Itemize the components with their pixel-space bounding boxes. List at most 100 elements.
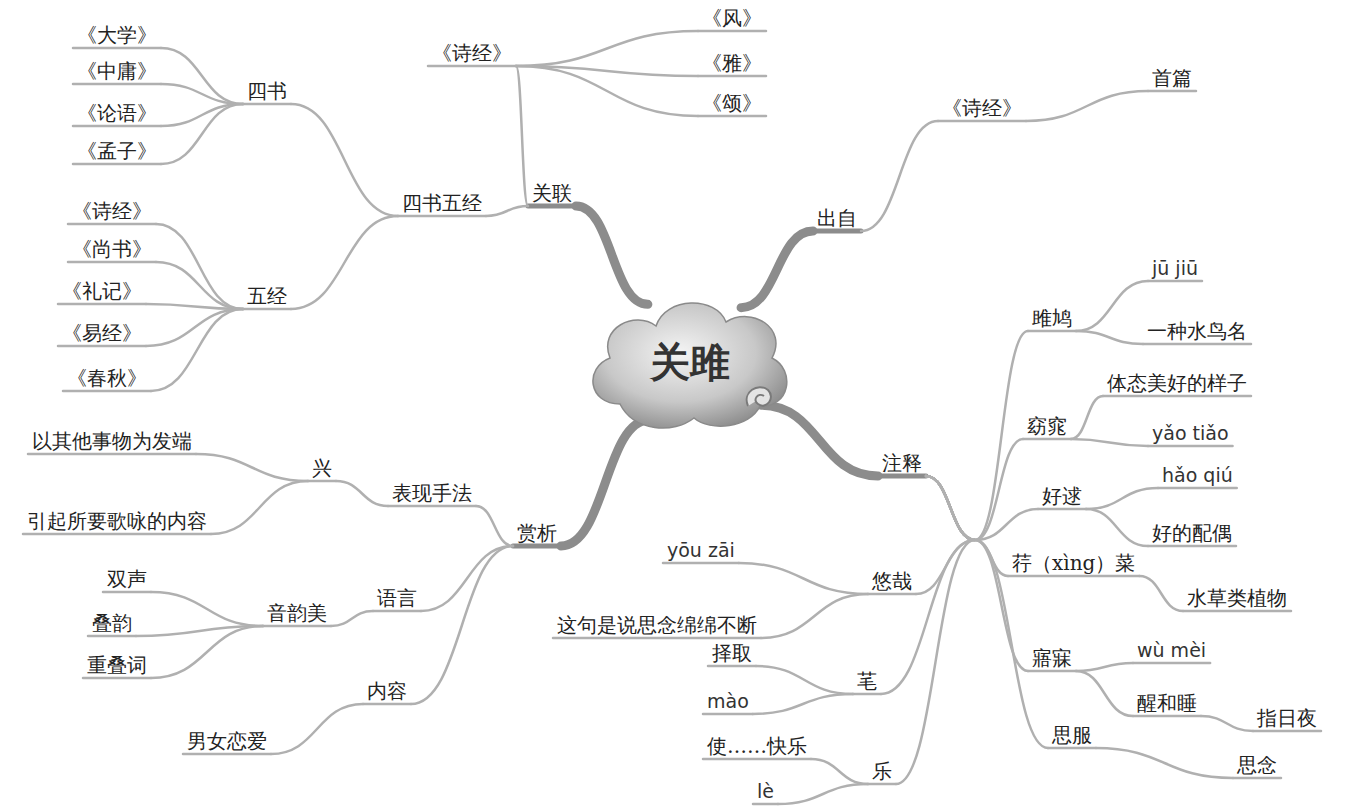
branch-line [811,759,868,784]
branch-line [1096,748,1233,778]
branch-line [741,231,813,308]
topic-text: 《礼记》 [60,278,144,304]
topic-text: 指日夜 [1255,705,1319,731]
topic-underline [1133,662,1210,665]
topic-underline [868,783,896,786]
branch-line [926,331,1028,540]
branch-topic: 《尚书》 [70,236,154,262]
branch-line [516,66,528,206]
branch-line [331,611,373,626]
branch-topic: 使……快乐 [705,733,809,759]
branch-topic: 表现手法 [390,480,474,506]
pinyin-text: hǎo qiú [1160,462,1235,488]
topic-text: 《孟子》 [75,138,159,164]
branch-topic: 首篇 [1150,65,1194,91]
branch-topic: lè [755,778,776,804]
branch-line [211,481,308,534]
topic-underline [1148,545,1236,548]
topic-text: 引起所要歌咏的内容 [25,508,209,534]
branch-line [1139,576,1183,611]
topic-text: 寤寐 [1030,645,1074,671]
branch-topic: 乐 [870,758,894,784]
branch-topic: 五经 [245,283,289,309]
branch-line [1026,91,1148,121]
topic-text: 醒和睡 [1135,690,1199,716]
branch-topic: 关联 [530,180,574,206]
topic-underline [1048,747,1096,750]
topic-text: 内容 [365,678,409,704]
topic-underline [363,703,411,706]
topic-underline [103,591,151,594]
topic-text: 四书 [245,78,289,104]
branch-topic: yǎo tiǎo [1150,420,1231,446]
branch-line [756,666,853,694]
branch-topic: 窈窕 [1025,413,1069,439]
topic-text: 《颂》 [700,90,764,116]
topic-underline [73,125,161,128]
branch-line [486,206,528,216]
branch-topic: 双声 [105,566,149,592]
topic-text: 一种水鸟名 [1145,318,1249,344]
topic-underline [243,308,291,311]
topic-underline [703,713,753,716]
branch-topic: 醒和睡 [1135,690,1199,716]
pinyin-text: yōu zāi [665,537,737,563]
topic-text: 思服 [1050,722,1094,748]
topic-underline [553,637,761,640]
branch-topic: 语言 [375,585,419,611]
branch-topic: hǎo qiú [1160,462,1235,488]
branch-line [196,454,308,481]
topic-underline [938,120,1026,123]
topic-underline [68,223,156,226]
topic-text: 《论语》 [75,100,159,126]
topic-text: 《风》 [700,5,764,31]
branch-topic: 悠哉 [870,568,914,594]
branch-topic: 四书五经 [400,190,484,216]
topic-underline [708,665,756,668]
topic-text: 出自 [815,205,859,231]
topic-text: 这句是说思念绵绵不断 [555,612,759,638]
branch-topic: 叠韵 [90,610,134,636]
topic-underline [28,453,196,456]
branch-topic: 《论语》 [75,100,159,126]
branch-line [336,481,388,506]
branch-line [151,592,263,626]
branch-line [1086,509,1148,546]
topic-text: 《大学》 [75,22,159,48]
branch-line [146,309,243,346]
topic-text: 《中庸》 [75,58,159,84]
topic-text: 兴 [310,455,334,481]
topic-text: 《雅》 [700,50,764,76]
branch-line [561,420,649,546]
branch-topic: 指日夜 [1255,705,1319,731]
branch-topic: 《易经》 [60,320,144,346]
branch-topic: 《春秋》 [65,365,149,391]
topic-text: 《春秋》 [65,365,149,391]
branch-topic: 《颂》 [700,90,764,116]
branch-topic: 思服 [1050,722,1094,748]
branch-line [1076,671,1133,716]
branch-topic: 赏析 [515,520,559,546]
branch-line [753,694,853,714]
topic-underline [243,103,291,106]
branch-topic: 男女恋爱 [185,728,269,754]
topic-underline [58,345,146,348]
topic-underline [68,261,156,264]
branch-topic: 以其他事物为发端 [30,428,194,454]
branch-topic: 四书 [245,78,289,104]
topic-text: 《诗经》 [70,198,154,224]
topic-text: 雎鸠 [1030,305,1074,331]
branch-topic: 寤寐 [1030,645,1074,671]
branch-topic: 出自 [815,205,859,231]
topic-underline [1148,280,1202,283]
topic-text: 《诗经》 [940,95,1024,121]
branch-line [161,48,243,104]
topic-text: 关联 [530,180,574,206]
branch-topic: 《大学》 [75,22,159,48]
topic-underline [73,47,161,50]
topic-underline [1038,508,1086,511]
branch-topic: 《雅》 [700,50,764,76]
branch-topic: 引起所要歌咏的内容 [25,508,209,534]
topic-text: 好逑 [1040,483,1084,509]
topic-underline [1233,777,1281,780]
